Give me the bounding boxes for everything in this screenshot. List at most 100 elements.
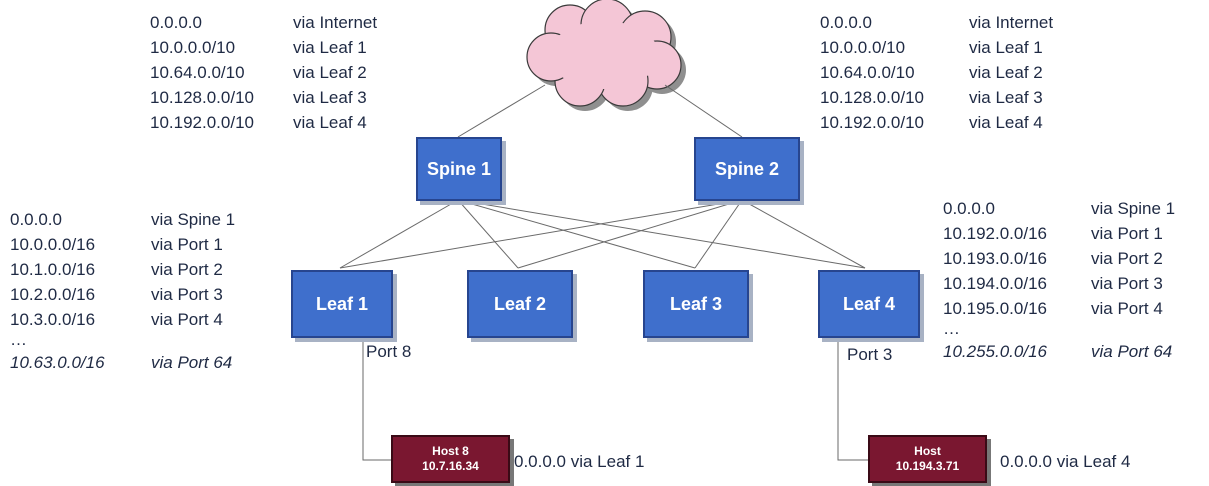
spine2-routing-table: 0.0.0.0 via Internet 10.0.0.0/10 via Leaf …	[820, 10, 1053, 135]
route-row: 10.3.0.0/16 via Port 4	[10, 307, 235, 332]
host-name: Host 8	[432, 444, 469, 458]
link-spine1-leaf2	[457, 199, 519, 269]
route-prefix: 10.128.0.0/10	[150, 88, 254, 107]
route-row: 10.128.0.0/10 via Leaf 3	[150, 85, 377, 110]
route-via: via Port 64	[151, 353, 233, 372]
leaf4-port-label: Port 3	[847, 345, 893, 364]
link-spine1-leaf1	[339, 199, 459, 269]
host8-box: Host 8 10.7.16.34	[391, 435, 510, 483]
host-ip: 10.194.3.71	[895, 459, 960, 473]
link-leaf1-host8	[362, 336, 392, 461]
leaf1-routing-table: 0.0.0.0 via Spine 1 10.0.0.0/16 via Port 1…	[10, 207, 235, 375]
route-via: via Port 1	[1091, 224, 1163, 243]
route-row: 0.0.0.0 via Internet	[150, 10, 377, 35]
route-via: via Port 2	[1091, 249, 1163, 268]
route-via: via Spine 1	[151, 210, 236, 229]
route-row: 10.0.0.0/10 via Leaf 1	[820, 35, 1053, 60]
route-prefix: 10.193.0.0/16	[943, 249, 1047, 268]
leaf1-switch: Leaf 1	[291, 270, 393, 338]
spine1-routing-table: 0.0.0.0 via Internet 10.0.0.0/10 via Leaf …	[150, 10, 377, 135]
route-prefix: 10.195.0.0/16	[943, 299, 1047, 318]
route-via: via Port 64	[1091, 342, 1173, 361]
route-prefix: 10.255.0.0/16	[943, 342, 1047, 361]
route-row: 10.192.0.0/10 via Leaf 4	[150, 110, 377, 135]
route-via: via Leaf 3	[293, 88, 367, 107]
route-prefix: …	[943, 319, 960, 338]
route-prefix: 0.0.0.0	[943, 199, 995, 218]
route-prefix: …	[10, 330, 27, 349]
leaf3-switch: Leaf 3	[643, 270, 749, 338]
route-via: via Port 1	[151, 235, 223, 254]
route-prefix: 10.0.0.0/10	[150, 38, 236, 57]
route-prefix: 10.0.0.0/16	[10, 235, 96, 254]
route-prefix: 10.63.0.0/16	[10, 353, 105, 372]
route-prefix: 10.194.0.0/16	[943, 274, 1047, 293]
link-cloud-spine1	[457, 84, 546, 138]
route-row: 0.0.0.0 via Internet	[820, 10, 1053, 35]
route-row: 10.128.0.0/10 via Leaf 3	[820, 85, 1053, 110]
spine1-switch: Spine 1	[416, 137, 502, 201]
route-row: 10.0.0.0/10 via Leaf 1	[150, 35, 377, 60]
route-row: 10.1.0.0/16 via Port 2	[10, 257, 235, 282]
host8-route: 0.0.0.0 via Leaf 1	[514, 452, 645, 471]
route-via: via Leaf 2	[293, 63, 367, 82]
route-via: via Leaf 2	[969, 63, 1043, 82]
route-row-ellipsis: …	[10, 330, 235, 350]
route-row: 10.64.0.0/10 via Leaf 2	[150, 60, 377, 85]
leaf2-switch: Leaf 2	[467, 270, 573, 338]
route-row: 10.255.0.0/16 via Port 64	[943, 339, 1175, 364]
link-spine2-leaf3	[694, 199, 743, 269]
link-spine2-leaf1	[339, 199, 743, 269]
route-via: via Port 3	[1091, 274, 1163, 293]
host-route: 0.0.0.0 via Leaf 4	[1000, 452, 1131, 471]
route-row: 10.63.0.0/16 via Port 64	[10, 350, 235, 375]
route-prefix: 0.0.0.0	[10, 210, 62, 229]
route-via: via Port 4	[1091, 299, 1163, 318]
route-via: via Port 2	[151, 260, 223, 279]
route-prefix: 10.128.0.0/10	[820, 88, 924, 107]
link-cloud-spine2	[664, 84, 743, 138]
route-via: via Leaf 1	[293, 38, 367, 57]
route-via: via Internet	[293, 13, 378, 32]
route-row: 10.192.0.0/16 via Port 1	[943, 221, 1175, 246]
route-row: 10.2.0.0/16 via Port 3	[10, 282, 235, 307]
route-row: 10.193.0.0/16 via Port 2	[943, 246, 1175, 271]
link-leaf4-host	[837, 336, 868, 461]
host-box: Host 10.194.3.71	[868, 435, 987, 483]
route-prefix: 0.0.0.0	[150, 13, 202, 32]
route-prefix: 10.2.0.0/16	[10, 285, 96, 304]
route-prefix: 10.0.0.0/10	[820, 38, 906, 57]
link-spine1-leaf3	[457, 199, 696, 269]
route-via: via Leaf 1	[969, 38, 1043, 57]
route-row: 10.195.0.0/16 via Port 4	[943, 296, 1175, 321]
link-spine2-leaf2	[517, 199, 743, 269]
link-spine1-leaf4	[457, 199, 866, 269]
route-prefix: 10.1.0.0/16	[10, 260, 96, 279]
host-name: Host	[914, 444, 941, 458]
route-via: via Port 4	[151, 310, 223, 329]
route-row: 10.0.0.0/16 via Port 1	[10, 232, 235, 257]
route-prefix: 10.192.0.0/10	[820, 113, 924, 132]
route-prefix: 10.192.0.0/16	[943, 224, 1047, 243]
leaf1-port-label: Port 8	[366, 342, 412, 361]
route-prefix: 0.0.0.0	[820, 13, 872, 32]
cloud-fill-core	[549, 21, 659, 89]
route-via: via Internet	[969, 13, 1054, 32]
route-via: via Leaf 3	[969, 88, 1043, 107]
route-via: via Port 3	[151, 285, 223, 304]
links	[339, 84, 868, 461]
link-spine2-leaf4	[741, 199, 866, 269]
route-prefix: 10.192.0.0/10	[150, 113, 254, 132]
route-via: via Leaf 4	[293, 113, 367, 132]
host-ip: 10.7.16.34	[422, 459, 479, 473]
route-row-ellipsis: …	[943, 319, 1175, 339]
route-prefix: 10.64.0.0/10	[150, 63, 245, 82]
spine2-switch: Spine 2	[694, 137, 800, 201]
route-prefix: 10.3.0.0/16	[10, 310, 96, 329]
route-prefix: 10.64.0.0/10	[820, 63, 915, 82]
route-row: 0.0.0.0 via Spine 1	[10, 207, 235, 232]
